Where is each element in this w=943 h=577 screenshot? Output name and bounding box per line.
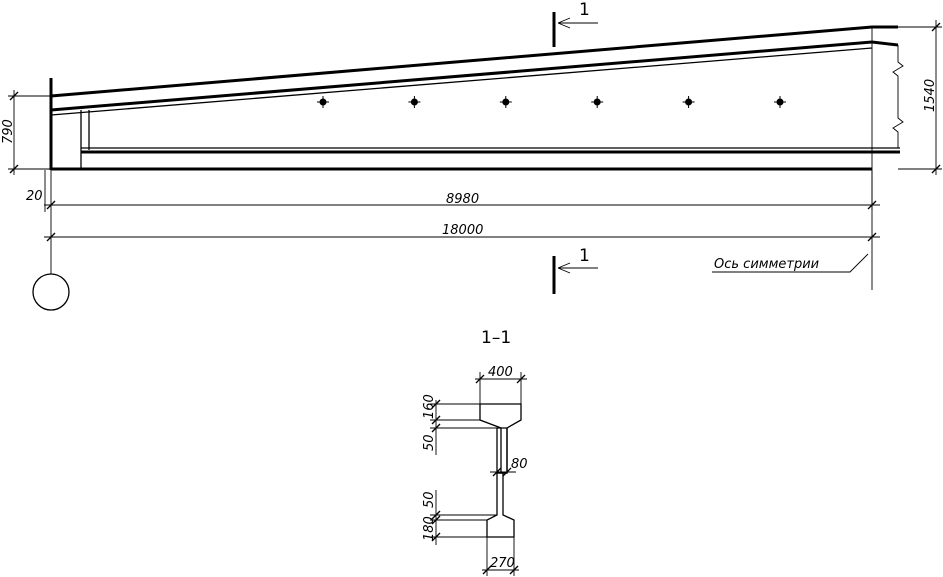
dim-span-half-label: 8980 <box>446 192 479 207</box>
symmetry-label: Ось симметрии <box>714 257 819 272</box>
section-title: 1–1 <box>481 328 511 348</box>
section-cut-top: 1 <box>552 0 598 47</box>
dim-mid-height: 1540 <box>892 20 942 175</box>
dim-mid-height-label: 1540 <box>923 79 938 112</box>
dim-bottom-haunch-label: 50 <box>422 491 437 508</box>
beam-top-edge <box>50 25 898 98</box>
dim-top-width: 400 <box>475 365 527 404</box>
dim-left-vertical: 160 50 50 180 <box>422 394 497 545</box>
symmetry-leader: Ось симметрии <box>712 253 869 273</box>
section-bottom-flange <box>486 472 515 538</box>
support-axis-circle <box>32 273 70 311</box>
dim-bottom-width: 270 <box>482 537 519 576</box>
dim-end-height-label: 790 <box>1 119 16 144</box>
dim-top-width-label: 400 <box>488 365 513 380</box>
beam-top-flange-inner <box>50 47 873 116</box>
section-cut-bottom-label: 1 <box>579 246 590 266</box>
beam-elevation: 1 1 Ось симметрии 8980 180 <box>1 0 942 311</box>
hole-marker <box>408 96 421 108</box>
section-cut-bottom: 1 <box>552 246 598 294</box>
dim-web-label: 80 <box>511 457 528 472</box>
section-cut-top-label: 1 <box>579 0 590 20</box>
hole-marker <box>591 96 604 108</box>
hole-marker <box>774 96 786 108</box>
hole-marker <box>317 96 329 108</box>
dim-span-full: 18000 <box>44 223 880 242</box>
cross-section: 1–1 400 270 80 <box>422 328 528 576</box>
section-web <box>496 427 508 474</box>
dim-bottom-flange-label: 180 <box>422 516 437 541</box>
hole-row <box>317 96 786 108</box>
dim-offset-label: 20 <box>26 189 43 204</box>
dim-offset: 20 <box>26 170 46 212</box>
hole-marker <box>499 96 512 108</box>
hole-marker <box>682 96 695 108</box>
dim-web: 80 <box>490 457 528 477</box>
dim-top-flange-label: 160 <box>422 394 437 419</box>
dim-span-full-label: 18000 <box>442 223 483 238</box>
dim-bottom-width-label: 270 <box>490 556 515 571</box>
dim-end-height: 790 <box>1 90 51 175</box>
beam-top-flange-line <box>50 40 899 112</box>
dim-span-half: 8980 <box>44 170 880 210</box>
dim-top-haunch-label: 50 <box>422 434 437 451</box>
